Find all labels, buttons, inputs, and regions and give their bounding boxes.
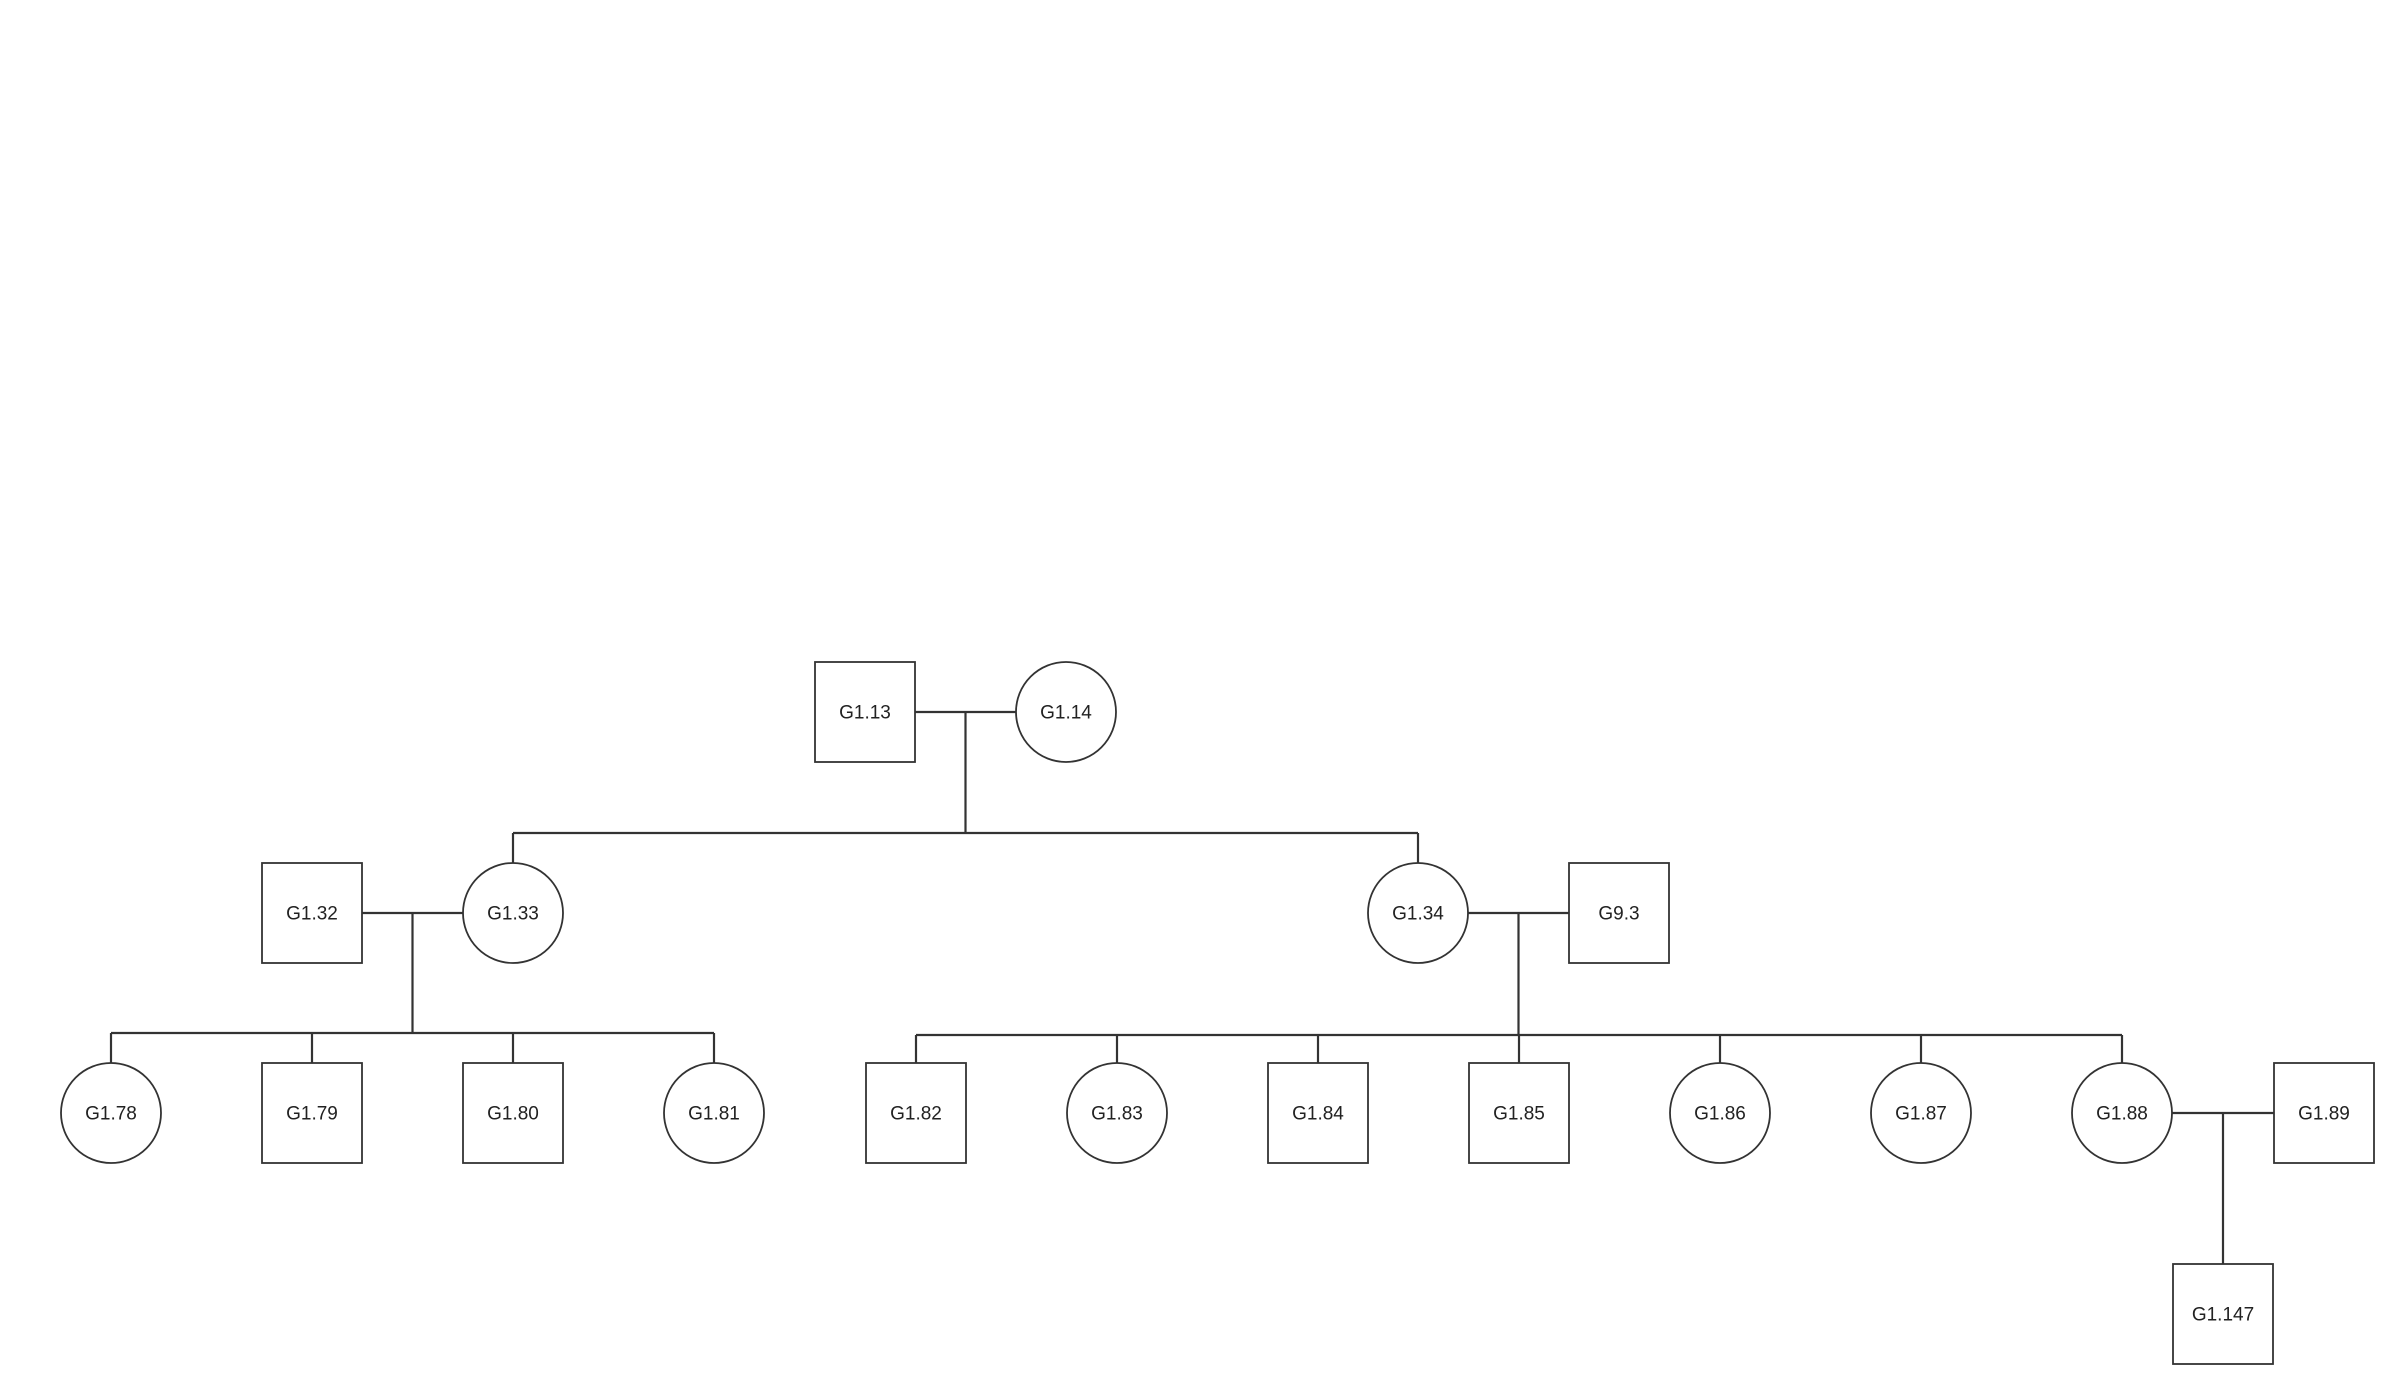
- node-label: G9.3: [1598, 904, 1639, 925]
- circle-symbol: [1015, 661, 1117, 763]
- square-symbol: [462, 1062, 564, 1164]
- female-node-g1-88[interactable]: G1.88: [2071, 1062, 2173, 1164]
- square-symbol: [2273, 1062, 2375, 1164]
- circle-symbol: [462, 862, 564, 964]
- node-label: G1.82: [890, 1104, 942, 1125]
- node-label: G1.85: [1493, 1104, 1545, 1125]
- male-node-g1-82[interactable]: G1.82: [865, 1062, 967, 1164]
- square-symbol: [261, 862, 363, 964]
- circle-symbol: [1870, 1062, 1972, 1164]
- square-symbol: [1568, 862, 1670, 964]
- male-node-g1-85[interactable]: G1.85: [1468, 1062, 1570, 1164]
- female-node-g1-14[interactable]: G1.14: [1015, 661, 1117, 763]
- male-node-g1-147[interactable]: G1.147: [2172, 1263, 2274, 1365]
- node-label: G1.78: [85, 1104, 137, 1125]
- female-node-g1-87[interactable]: G1.87: [1870, 1062, 1972, 1164]
- node-label: G1.87: [1895, 1104, 1947, 1125]
- node-label: G1.147: [2192, 1305, 2254, 1326]
- node-label: G1.79: [286, 1104, 338, 1125]
- square-symbol: [261, 1062, 363, 1164]
- male-node-g9-3[interactable]: G9.3: [1568, 862, 1670, 964]
- node-label: G1.83: [1091, 1104, 1143, 1125]
- square-symbol: [865, 1062, 967, 1164]
- node-label: G1.14: [1040, 703, 1092, 724]
- node-label: G1.32: [286, 904, 338, 925]
- square-symbol: [814, 661, 916, 763]
- node-label: G1.89: [2298, 1104, 2350, 1125]
- connector-lines: [109, 710, 2274, 1264]
- female-node-g1-33[interactable]: G1.33: [462, 862, 564, 964]
- male-node-g1-89[interactable]: G1.89: [2273, 1062, 2375, 1164]
- node-label: G1.80: [487, 1104, 539, 1125]
- male-node-g1-79[interactable]: G1.79: [261, 1062, 363, 1164]
- square-symbol: [1468, 1062, 1570, 1164]
- node-label: G1.88: [2096, 1104, 2148, 1125]
- male-node-g1-32[interactable]: G1.32: [261, 862, 363, 964]
- node-label: G1.86: [1694, 1104, 1746, 1125]
- circle-symbol: [1367, 862, 1469, 964]
- male-node-g1-13[interactable]: G1.13: [814, 661, 916, 763]
- female-node-g1-81[interactable]: G1.81: [663, 1062, 765, 1164]
- square-symbol: [1267, 1062, 1369, 1164]
- circle-symbol: [60, 1062, 162, 1164]
- female-node-g1-83[interactable]: G1.83: [1066, 1062, 1168, 1164]
- node-label: G1.84: [1292, 1104, 1344, 1125]
- female-node-g1-78[interactable]: G1.78: [60, 1062, 162, 1164]
- node-label: G1.33: [487, 904, 539, 925]
- circle-symbol: [2071, 1062, 2173, 1164]
- circle-symbol: [663, 1062, 765, 1164]
- circle-symbol: [1066, 1062, 1168, 1164]
- circle-symbol: [1669, 1062, 1771, 1164]
- female-node-g1-86[interactable]: G1.86: [1669, 1062, 1771, 1164]
- node-label: G1.13: [839, 703, 891, 724]
- square-symbol: [2172, 1263, 2274, 1365]
- node-label: G1.34: [1392, 904, 1444, 925]
- male-node-g1-80[interactable]: G1.80: [462, 1062, 564, 1164]
- male-node-g1-84[interactable]: G1.84: [1267, 1062, 1369, 1164]
- node-label: G1.81: [688, 1104, 740, 1125]
- female-node-g1-34[interactable]: G1.34: [1367, 862, 1469, 964]
